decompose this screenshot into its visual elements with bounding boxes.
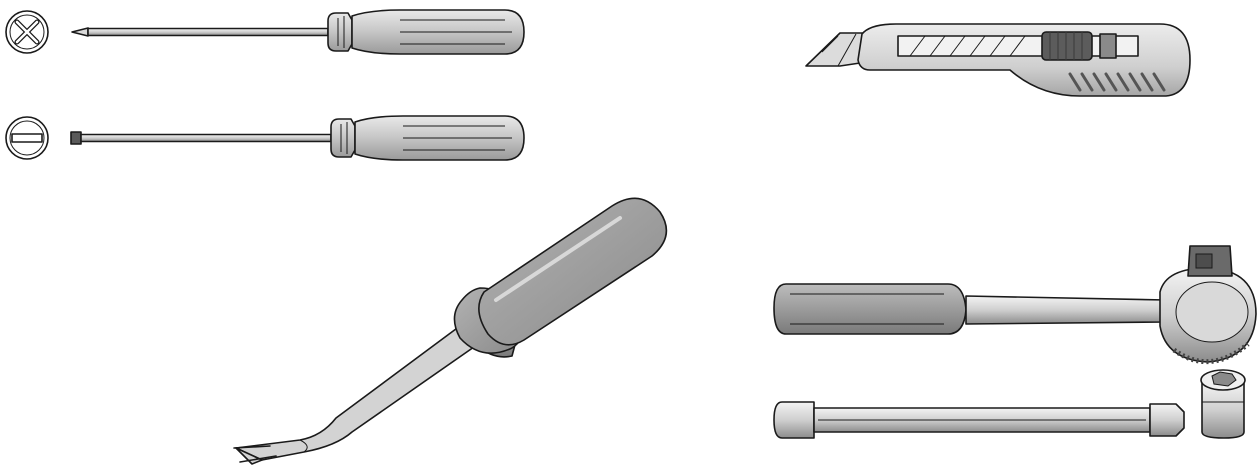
- ratchet-neck: [965, 295, 1167, 325]
- phillips-screwdriver: [5, 9, 525, 55]
- trim-removal-tool: [233, 197, 668, 465]
- socket-body: [1201, 381, 1245, 439]
- knife-body: [857, 23, 1191, 97]
- socket-extension-bar: [773, 401, 1185, 439]
- knife-slider: [1041, 31, 1093, 61]
- phillips-shaft: [87, 27, 329, 37]
- extension-socket-end: [773, 401, 815, 439]
- flathead-shaft: [80, 133, 332, 143]
- trim-tool-blade: [235, 319, 485, 461]
- phillips-ferrule: [327, 12, 353, 52]
- trim-tool-handle: [478, 197, 668, 346]
- extension-drive-end: [1149, 403, 1185, 437]
- flathead-tip: [70, 131, 82, 145]
- cross-head-icon: [5, 10, 49, 54]
- phillips-tip: [71, 27, 89, 37]
- ratchet-wrench: [773, 245, 1257, 365]
- socket: [1200, 369, 1246, 439]
- slot-head-icon: [5, 116, 49, 160]
- flathead-ferrule: [330, 118, 356, 158]
- flathead-screwdriver: [5, 115, 525, 161]
- utility-knife: [805, 23, 1191, 97]
- ratchet-grip: [773, 283, 967, 335]
